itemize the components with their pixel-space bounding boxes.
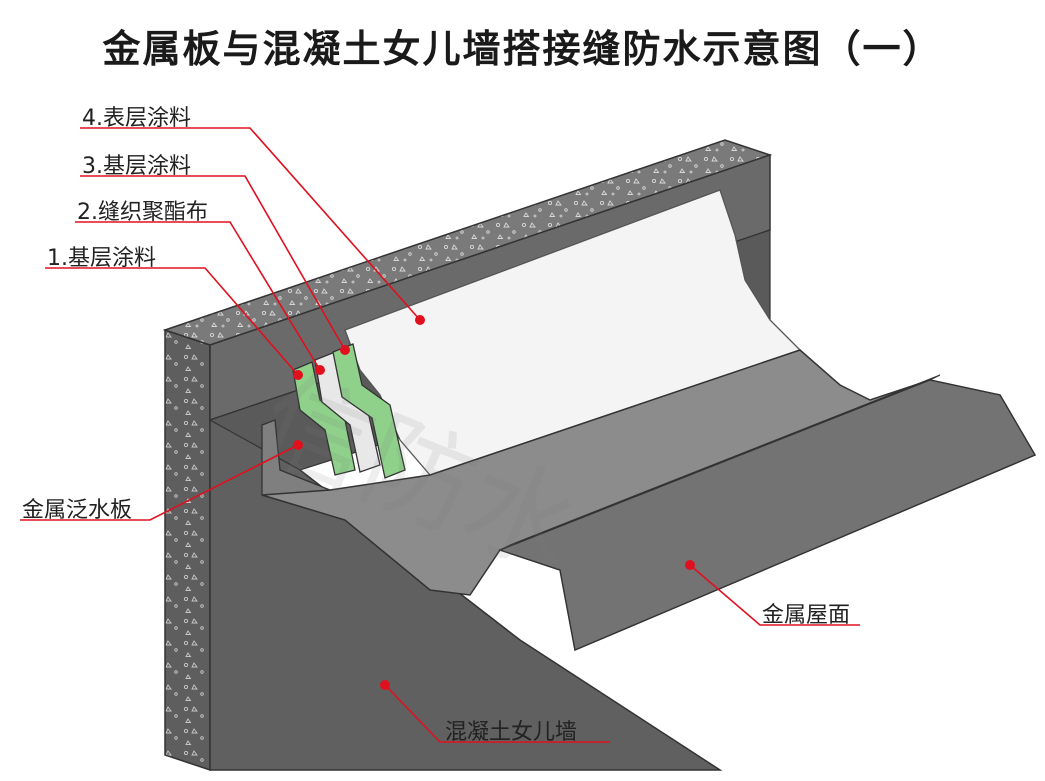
leader-l1 [45, 267, 299, 376]
leader-dot-roof [685, 560, 695, 570]
roof-rib-top [499, 374, 941, 551]
label-polyester-fabric: 2.缝织聚酯布 [77, 200, 208, 225]
leader-roof [689, 564, 860, 626]
leader-l4 [80, 127, 421, 321]
leader-dot-flashing [293, 440, 303, 450]
label-base-coating-3: 3.基层涂料 [82, 154, 191, 179]
diagram-title: 金属板与混凝土女儿墙搭接缝防水示意图（一） [102, 27, 943, 71]
leader-l2 [75, 221, 321, 371]
leader-dot-l2 [315, 365, 325, 375]
leader-dot-l4 [415, 315, 425, 325]
leader-dot-l1 [293, 370, 303, 380]
leader-dot-wall [380, 680, 390, 690]
label-surface-coating: 4.表层涂料 [82, 106, 191, 131]
label-metal-flashing: 金属泛水板 [22, 498, 133, 523]
leader-flashing [20, 444, 299, 521]
membrane-layer-1 [292, 361, 356, 476]
label-base-coating-1: 1.基层涂料 [47, 246, 156, 271]
leader-l3 [80, 175, 346, 351]
label-parapet-wall: 混凝土女儿墙 [445, 720, 578, 745]
membrane-layer-3 [332, 343, 406, 479]
leader-dot-l3 [340, 345, 350, 355]
leader-wall [384, 684, 610, 743]
label-metal-roof: 金属屋面 [762, 603, 851, 628]
